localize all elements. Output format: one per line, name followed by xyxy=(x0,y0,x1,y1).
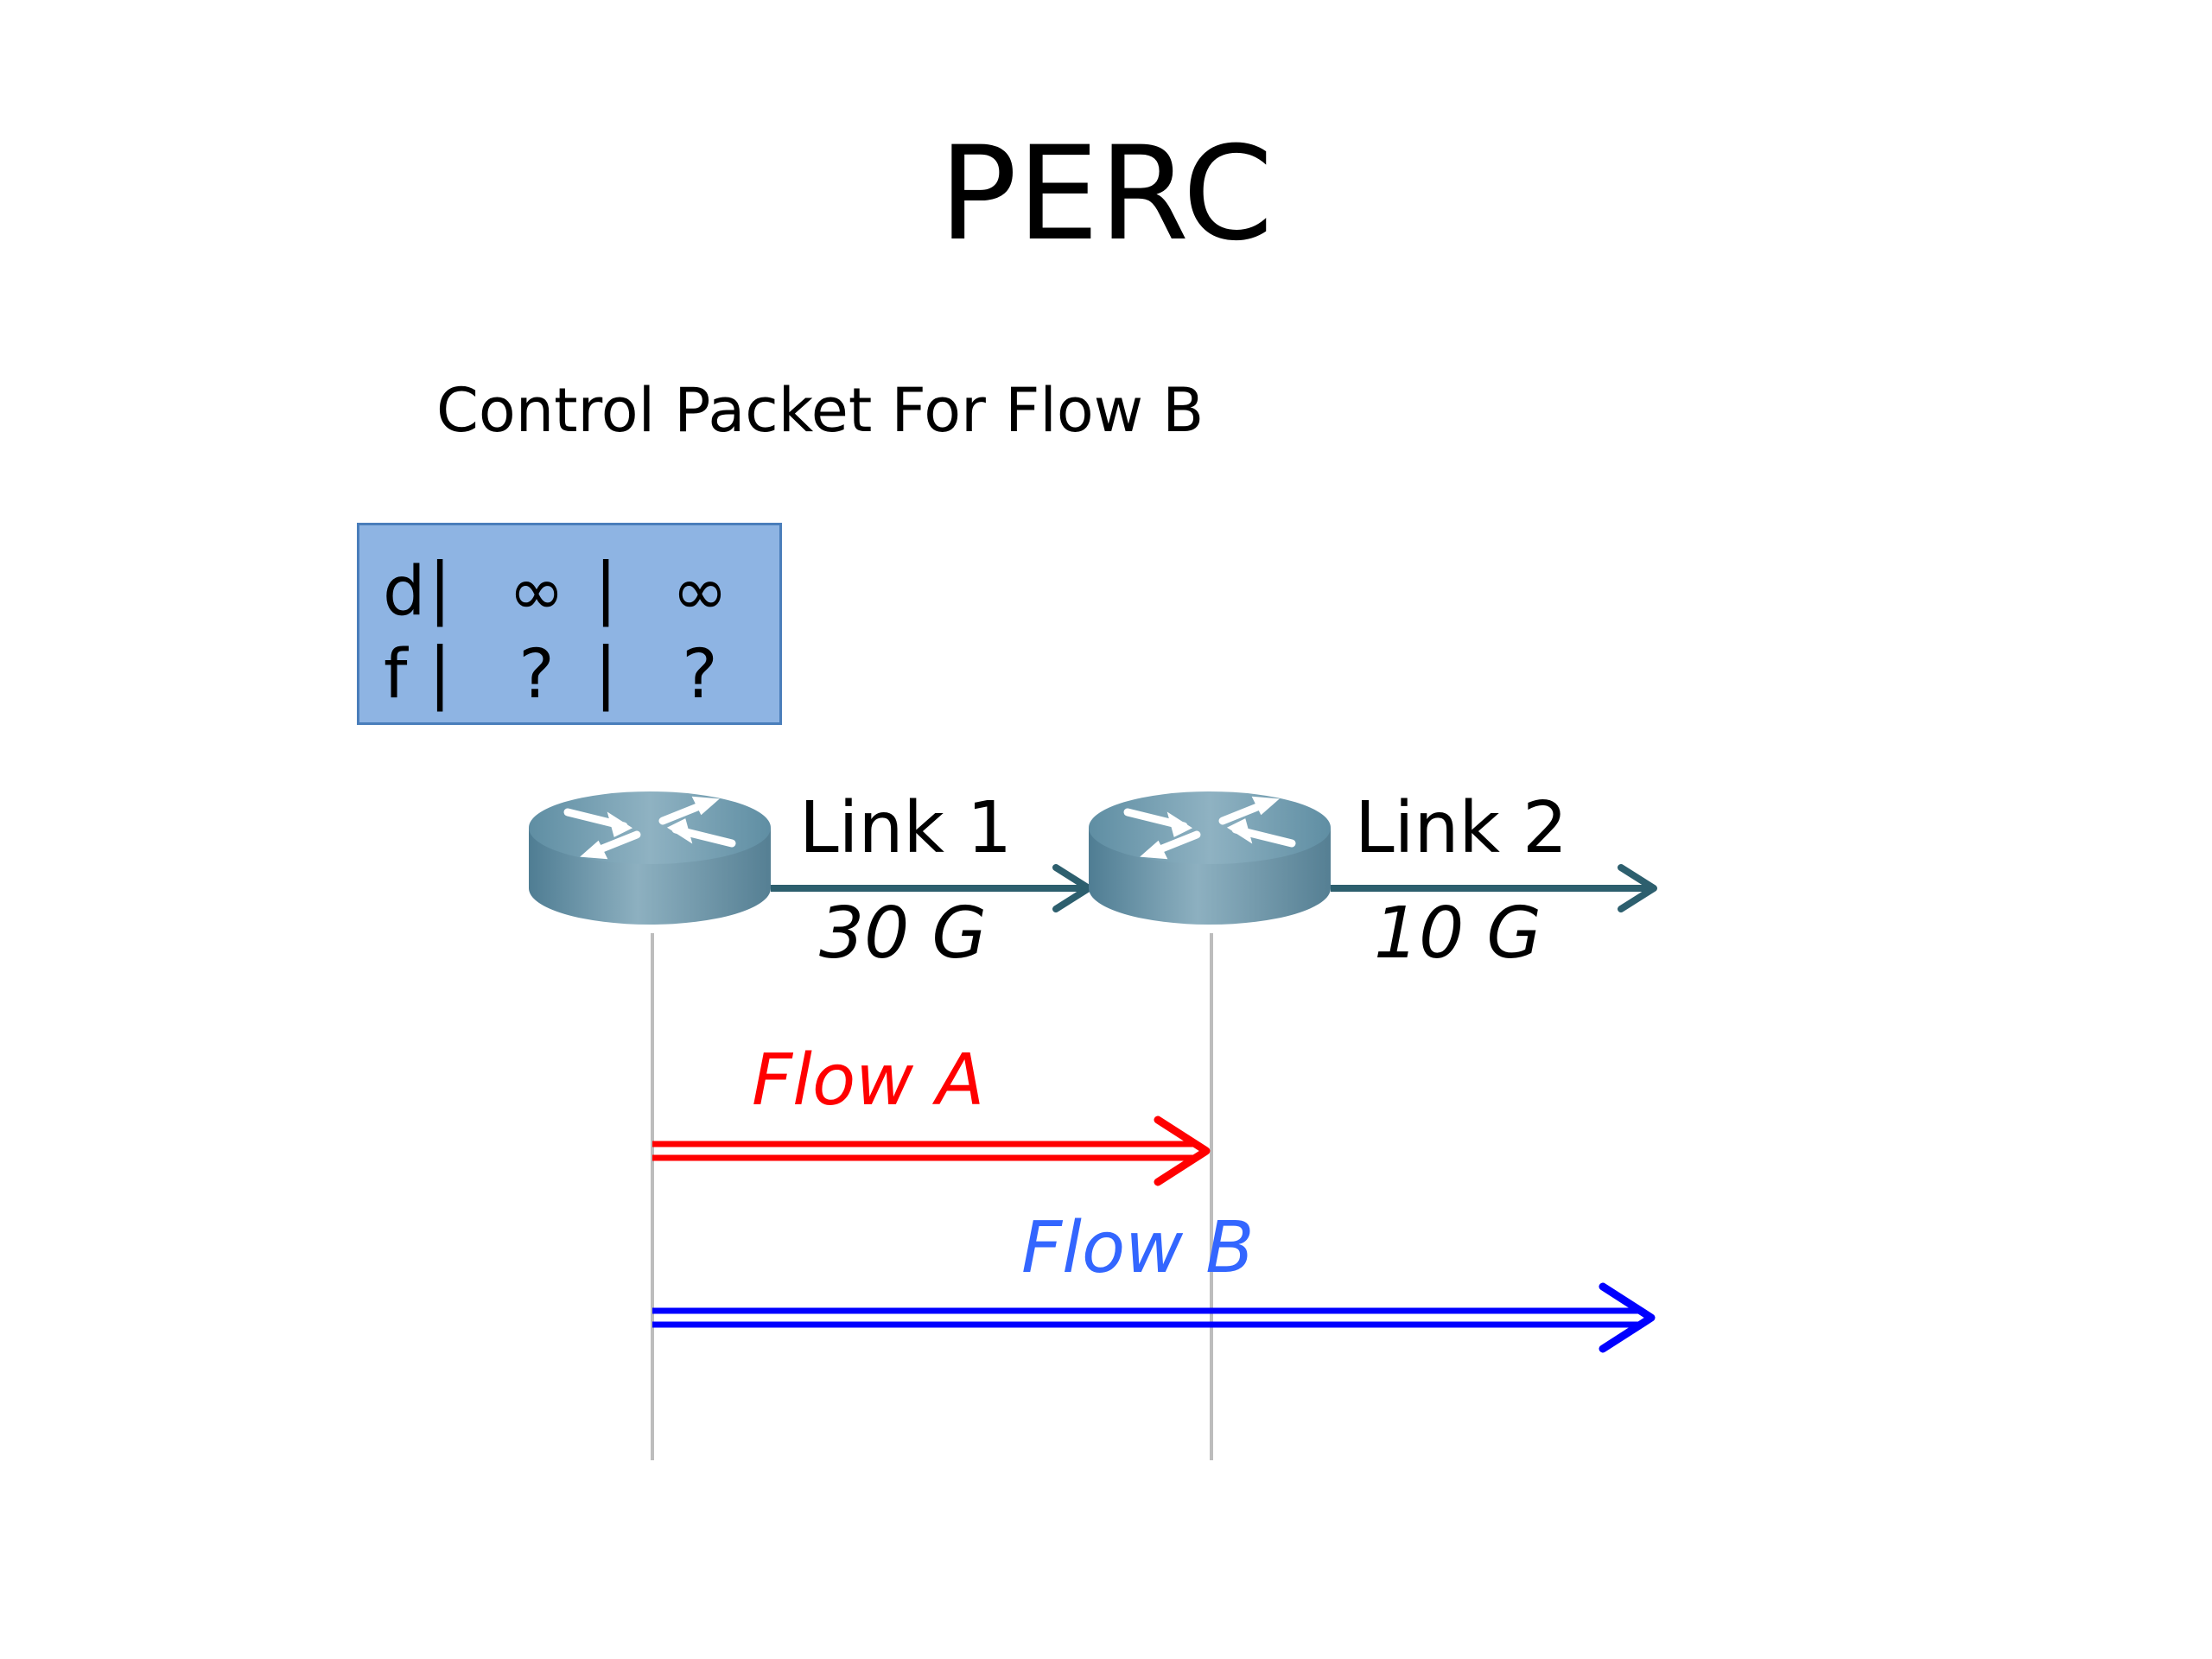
packet-row-d-sep: | xyxy=(429,550,452,627)
link-1-capacity: 30 G xyxy=(819,893,987,975)
packet-row-f-link1: ? xyxy=(518,636,555,714)
link-2-capacity: 10 G xyxy=(1374,893,1541,975)
router-icon xyxy=(529,791,771,925)
packet-row-f-sep: | xyxy=(429,634,452,712)
control-packet: d | ∞ | ∞ f | ? | ? xyxy=(357,523,782,725)
flow-a-label: Flow A xyxy=(752,1039,985,1122)
packet-row-f-link2: ? xyxy=(682,636,718,714)
flow-a-arrow xyxy=(652,1116,1211,1186)
link-1-label: Link 1 xyxy=(799,787,1013,869)
link-2-label: Link 2 xyxy=(1355,787,1568,869)
packet-row-d-link1: ∞ xyxy=(508,553,565,631)
packet-row-d-label: d xyxy=(383,553,426,631)
flow-b-label: Flow B xyxy=(1021,1207,1255,1289)
flow-b-arrow xyxy=(652,1282,1656,1353)
link-2-arrow xyxy=(1331,864,1657,912)
router-icon xyxy=(1089,791,1331,925)
slide-subtitle: Control Packet For Flow B xyxy=(436,375,1205,446)
packet-row-d-sep2: | xyxy=(594,550,618,627)
packet-row-f-sep2: | xyxy=(594,634,618,712)
packet-row-d-link2: ∞ xyxy=(671,553,728,631)
packet-row-f-label: f xyxy=(384,636,408,714)
slide-title: PERC xyxy=(938,119,1274,270)
